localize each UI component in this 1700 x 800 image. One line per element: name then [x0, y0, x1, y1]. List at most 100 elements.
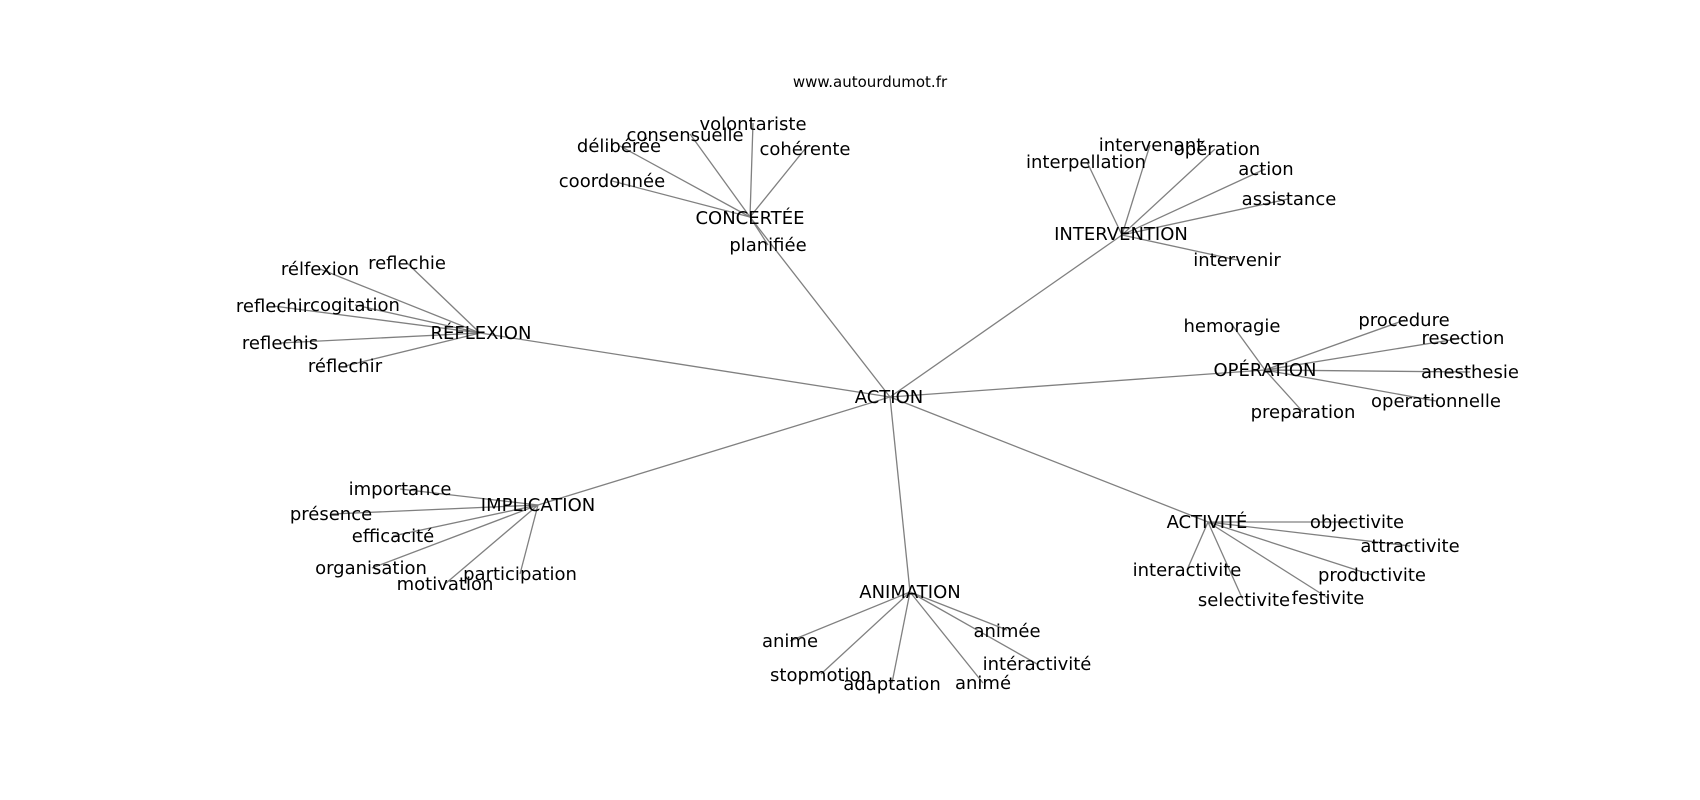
leaf-label: reflechis [242, 333, 318, 354]
edge-operation-resection [1264, 337, 1464, 371]
edge-activite-productivite [1207, 521, 1373, 576]
edge-intervention-interpellation [1086, 161, 1123, 236]
leaf-label: adaptation [843, 674, 940, 695]
edge-action-operation [889, 369, 1266, 398]
leaf-label: anesthesie [1421, 362, 1519, 383]
edge-concertee-volontariste [749, 122, 754, 218]
leaf-label: rélfexion [281, 259, 359, 280]
edge-implication-participation [519, 504, 539, 575]
leaf-label: interactivite [1133, 560, 1242, 581]
edge-animation-interactivite [909, 591, 1038, 665]
edge-activite-selectivite [1207, 521, 1244, 601]
edge-action-concertee [749, 216, 891, 398]
leaf-label: selectivite [1198, 590, 1290, 611]
leaf-label: consensuelle [626, 125, 743, 146]
leaf-label: preparation [1251, 402, 1356, 423]
edge-animation-anime2 [909, 591, 984, 684]
leaf-label: resection [1422, 328, 1505, 349]
edge-layer [272, 122, 1471, 684]
leaf-label: reflechir [236, 296, 311, 317]
edge-operation-hemoragie [1232, 325, 1266, 371]
edge-action-reflexion [479, 332, 891, 398]
edge-intervention-action [1121, 168, 1266, 236]
edge-concertee-deliberee [619, 145, 751, 218]
leaf-label: procedure [1358, 310, 1449, 331]
leaf-label: participation [463, 564, 577, 585]
leaf-label: intervenant [1099, 135, 1204, 156]
edge-action-intervention [889, 234, 1123, 398]
edge-activite-festivite [1207, 521, 1329, 599]
edge-concertee-consensuelle [689, 133, 751, 218]
leaf-label: coordonnée [559, 171, 665, 192]
edge-reflexion-cogitation [354, 304, 481, 334]
edge-concertee-coherente [749, 148, 806, 218]
leaf-label: importance [349, 479, 452, 500]
hub-label-reflexion: RÉFLEXION [431, 322, 532, 344]
leaf-label: planifiée [729, 235, 806, 256]
hub-label-animation: ANIMATION [859, 582, 960, 603]
leaf-label: cogitation [310, 295, 400, 316]
edge-implication-importance [399, 488, 539, 506]
leaf-label: organisation [315, 558, 427, 579]
leaf-label: intéractivité [983, 654, 1092, 675]
edge-animation-anime [789, 591, 911, 642]
edge-animation-stopmotion [820, 591, 911, 675]
edge-operation-anesthesie [1264, 369, 1471, 373]
leaf-label: interpellation [1026, 152, 1146, 173]
leaf-label: cohérente [759, 139, 850, 160]
edge-reflexion-reflechir [272, 305, 481, 334]
edge-operation-procedure [1264, 319, 1406, 371]
edge-implication-presence [331, 504, 539, 515]
edge-reflexion-reflechis [279, 332, 481, 344]
center-node-label: ACTION [855, 387, 924, 408]
leaf-label: anime [762, 631, 818, 652]
leaf-label: stopmotion [770, 665, 872, 686]
leaf-label: operationnelle [1371, 391, 1501, 412]
leaf-label: présence [290, 504, 372, 525]
leaf-label: opération [1174, 139, 1260, 160]
hub-label-operation: OPÉRATION [1213, 359, 1316, 381]
leaf-label: animé [955, 673, 1011, 694]
edge-concertee-coordonnee [611, 180, 751, 218]
leaf-label: animée [973, 621, 1040, 642]
leaf-label: efficacité [352, 526, 434, 547]
edge-activite-interactivite [1186, 521, 1209, 571]
edge-activite-attractivite [1207, 521, 1411, 547]
leaf-label: reflechie [368, 253, 446, 274]
edge-operation-operationnelle [1264, 369, 1437, 402]
edge-action-activite [889, 396, 1209, 523]
hub-label-implication: IMPLICATION [481, 495, 595, 516]
leaf-label: festivite [1292, 588, 1365, 609]
leaf-label: volontariste [699, 114, 806, 135]
leaf-label: action [1238, 159, 1293, 180]
hub-label-intervention: INTERVENTION [1054, 224, 1188, 245]
leaf-label: intervenir [1193, 250, 1281, 271]
edge-implication-motivation [444, 504, 539, 585]
leaf-label: assistance [1242, 189, 1337, 210]
edge-intervention-assistance [1121, 198, 1289, 236]
hub-label-activite: ACTIVITÉ [1167, 511, 1248, 533]
watermark: www.autourdumot.fr [793, 73, 948, 91]
edge-animation-adaptation [891, 591, 911, 684]
leaf-label: objectivite [1310, 512, 1404, 533]
leaf-label: réflechir [308, 356, 383, 377]
edge-intervention-intervenir [1121, 234, 1238, 261]
edge-operation-preparation [1264, 369, 1304, 413]
leaf-label: productivite [1318, 565, 1426, 586]
edge-action-animation [889, 396, 911, 593]
leaf-label: hemoragie [1184, 316, 1281, 337]
leaf-label: délibérée [577, 136, 661, 157]
edge-action-implication [537, 396, 891, 506]
edge-reflexion-reflechir2 [344, 332, 481, 367]
edge-reflexion-reflechie [406, 262, 481, 334]
label-layer: www.autourdumot.fr ACTION CONCERTÉE volo… [236, 73, 1519, 695]
edge-intervention-intervenant [1121, 144, 1151, 236]
edge-reflexion-relfexion [319, 268, 481, 334]
edge-animation-animee [909, 591, 1008, 631]
edge-implication-organisation [371, 504, 539, 569]
hub-label-concertee: CONCERTÉE [695, 207, 804, 229]
leaf-label: attractivite [1360, 536, 1459, 557]
leaf-label: motivation [397, 574, 494, 595]
edge-implication-efficacite [392, 504, 539, 537]
